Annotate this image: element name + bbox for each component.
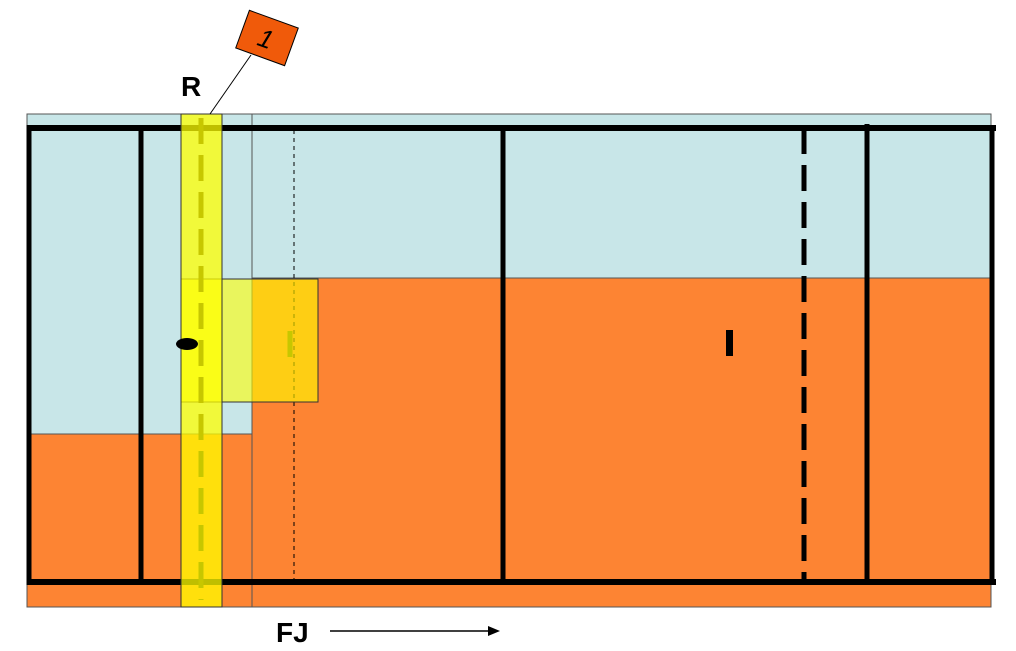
label-r: R [181, 71, 201, 102]
arrow-right-icon [330, 626, 500, 636]
label-fj: FJ [276, 617, 309, 648]
tag-badge-icon: 1 [235, 9, 299, 67]
i-marker [726, 330, 733, 356]
marker-dot [176, 338, 198, 350]
right-panel-blue [251, 113, 992, 279]
right-panel-orange [251, 277, 992, 608]
badge-leader-line [209, 54, 252, 115]
